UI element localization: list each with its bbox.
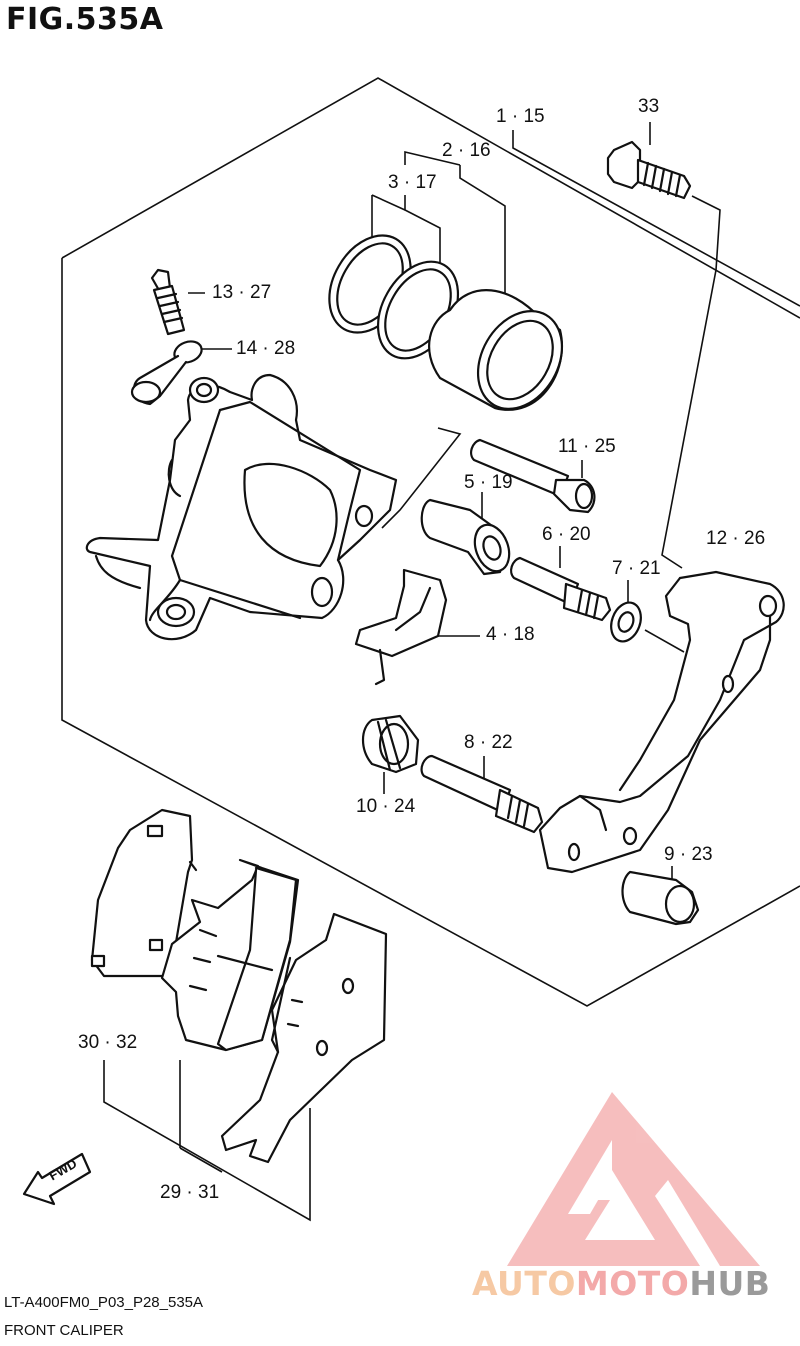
- bleeder-valve-part-13: [150, 268, 186, 336]
- watermark-logo: [507, 1092, 760, 1266]
- callout-4-18: 4 · 18: [486, 624, 535, 645]
- pad-shim: [220, 912, 388, 1164]
- forward-arrow: [22, 1152, 92, 1206]
- caliper-body: [85, 373, 398, 641]
- assembly-frame: [61, 77, 800, 319]
- callout-1-15: 1 · 15: [496, 106, 545, 127]
- sleeve-part-9: [621, 870, 700, 926]
- caliper-pin-part-6: [510, 556, 612, 622]
- pin-boot-part-5: [420, 498, 511, 576]
- figure-title: FIG.535A: [6, 2, 164, 37]
- brake-pad-part-29: [160, 858, 300, 1052]
- washer-part-7: [610, 601, 642, 643]
- callout-8-22: 8 · 22: [464, 732, 513, 753]
- callout-2-16: 2 · 16: [442, 140, 491, 161]
- slide-pin-part-8: [420, 754, 544, 834]
- watermark-hub: HUB: [689, 1264, 771, 1303]
- caliper-bracket-part-12: [538, 570, 785, 874]
- callout-29-31: 29 · 31: [160, 1182, 220, 1203]
- callout-33: 33: [638, 96, 660, 117]
- figure-caption: FRONT CALIPER: [4, 1322, 124, 1339]
- caliper-piston-part-1: [428, 289, 564, 411]
- callout-11-25: 11 · 25: [558, 436, 616, 457]
- callout-9-23: 9 · 23: [664, 844, 713, 865]
- callout-10-24: 10 · 24: [356, 796, 416, 817]
- pad-spring-part-4: [354, 568, 448, 686]
- callout-30-32: 30 · 32: [78, 1032, 138, 1053]
- watermark-text: AUTOMOTOHUB: [472, 1264, 770, 1303]
- callout-6-20: 6 · 20: [542, 524, 591, 545]
- slide-pin-part-11: [470, 438, 596, 514]
- callout-7-21: 7 · 21: [612, 558, 661, 579]
- figure-code: LT-A400FM0_P03_P28_535A: [4, 1294, 204, 1311]
- bolt-part-33: [606, 140, 692, 200]
- leader-lines: [103, 122, 800, 1222]
- pin-boot-part-10: [361, 714, 420, 774]
- bleeder-cap-part-14: [130, 340, 203, 406]
- callout-13-27: 13 · 27: [212, 282, 272, 303]
- callout-14-28: 14 · 28: [236, 338, 296, 359]
- callout-12-26: 12 · 26: [706, 528, 766, 549]
- watermark-auto: AUTO: [472, 1264, 576, 1303]
- callout-3-17: 3 · 17: [388, 172, 437, 193]
- watermark-moto: MOTO: [575, 1264, 690, 1303]
- callout-5-19: 5 · 19: [464, 472, 513, 493]
